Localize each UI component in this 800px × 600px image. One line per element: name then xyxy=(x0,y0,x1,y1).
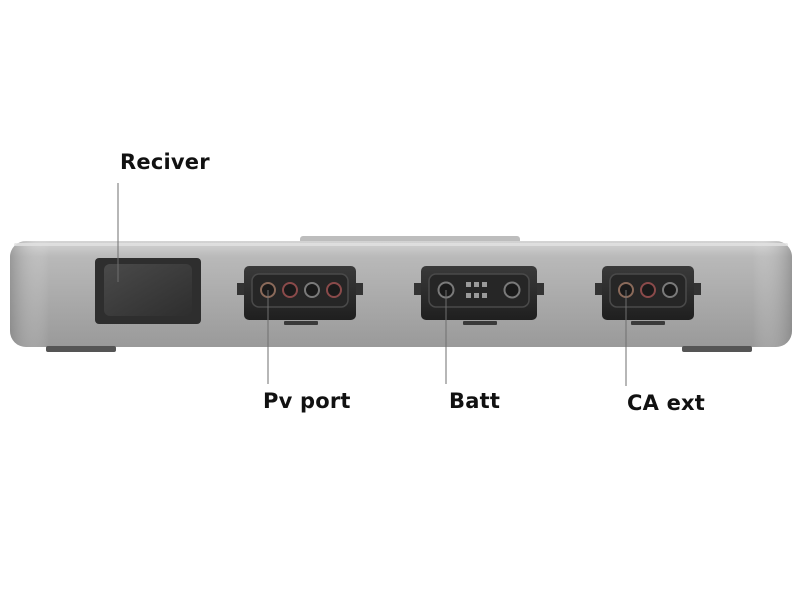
pv-port-label: Pv port xyxy=(263,389,351,413)
receiver-lens xyxy=(104,264,192,316)
batt-signal-pins xyxy=(466,282,487,298)
ca-ext-pin-2 xyxy=(640,282,656,298)
batt-latch xyxy=(463,321,497,325)
batt-socket xyxy=(428,273,530,308)
pv-port-pin-4 xyxy=(326,282,342,298)
batt-label: Batt xyxy=(449,389,501,413)
pv-port-pin-3 xyxy=(304,282,320,298)
pv-port-socket xyxy=(251,273,349,308)
ca-ext-label: CA ext xyxy=(627,391,706,415)
pv-port-connector xyxy=(237,266,363,325)
leader-lines xyxy=(117,183,627,386)
pv-port-latch xyxy=(284,321,318,325)
receiver-label: Reciver xyxy=(120,150,210,174)
batt-connector xyxy=(414,266,544,325)
left-foot xyxy=(46,346,116,352)
housing-shading xyxy=(10,241,792,347)
pv-port-pin-2 xyxy=(282,282,298,298)
right-foot xyxy=(682,346,752,352)
ca-ext-pin-3 xyxy=(662,282,678,298)
ca-ext-latch xyxy=(631,321,665,325)
batt-pin-right xyxy=(503,281,521,299)
ca-ext-connector xyxy=(595,266,701,325)
receiver-window xyxy=(95,258,201,324)
housing-highlight xyxy=(14,243,788,246)
device-body xyxy=(10,236,792,352)
